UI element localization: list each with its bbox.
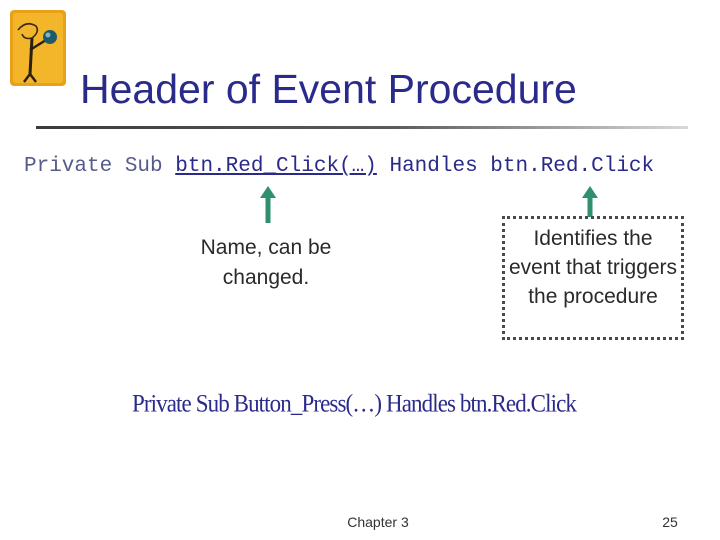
- code-handles-clause: Handles btn.Red.Click: [376, 155, 655, 178]
- event-note-box: Identifies the event that triggers the p…: [502, 216, 684, 340]
- name-note: Name, can be changed.: [200, 236, 332, 289]
- slide-title: Header of Event Procedure: [80, 66, 577, 112]
- code-header-line: Private Sub btn.Red_Click(…) Handles btn…: [24, 155, 704, 178]
- title-divider: [36, 126, 688, 129]
- footer-chapter: Chapter 3: [347, 514, 409, 530]
- event-note-text: Identifies the event that triggers the p…: [508, 227, 678, 308]
- logo-icon: [10, 10, 66, 86]
- code-example-line: Private Sub Button_Press(…) Handles btn.…: [132, 390, 577, 417]
- arrow-up-icon: [260, 186, 276, 223]
- footer-page-number: 25: [662, 514, 678, 530]
- arrow-up-icon: [582, 186, 598, 217]
- code-procedure-name: btn.Red_Click(…): [175, 155, 377, 178]
- code-prefix: Private Sub: [24, 155, 176, 178]
